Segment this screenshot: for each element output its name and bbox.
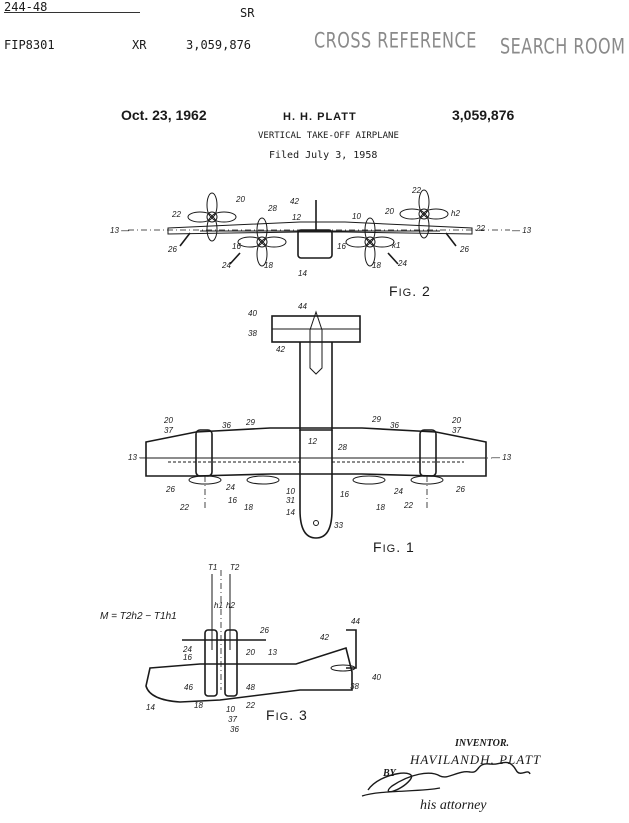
- svg-text:44: 44: [351, 617, 360, 626]
- by-label: BY: [383, 768, 396, 779]
- svg-text:22: 22: [475, 224, 485, 233]
- fig2-drawing: 13 — — 13 20 20 22 22 22 10 12 14 16 16 …: [110, 186, 532, 299]
- xr-label: XR: [132, 38, 147, 52]
- svg-text:26: 26: [167, 245, 177, 254]
- svg-text:20: 20: [245, 648, 255, 657]
- svg-text:24: 24: [393, 487, 403, 496]
- svg-text:22: 22: [411, 186, 421, 195]
- svg-text:22: 22: [179, 503, 189, 512]
- svg-text:10: 10: [226, 705, 235, 714]
- svg-text:40: 40: [248, 309, 257, 318]
- svg-text:18: 18: [194, 701, 203, 710]
- svg-text:16: 16: [232, 242, 241, 251]
- svg-text:38: 38: [248, 329, 257, 338]
- attorney-label: his attorney: [420, 798, 487, 813]
- classification-number: 244-48: [4, 0, 48, 14]
- svg-text:10: 10: [286, 487, 295, 496]
- svg-text:22: 22: [171, 210, 181, 219]
- header-patent-number: 3,059,876: [186, 38, 252, 52]
- svg-text:42: 42: [276, 345, 285, 354]
- cross-reference-stamp: CROSS REFERENCE: [314, 27, 477, 53]
- svg-text:40: 40: [372, 673, 381, 682]
- svg-text:12: 12: [292, 213, 301, 222]
- svg-text:T1: T1: [208, 563, 217, 572]
- svg-text:46: 46: [184, 683, 193, 692]
- svg-text:37: 37: [228, 715, 237, 724]
- svg-text:24: 24: [397, 259, 407, 268]
- svg-text:13: 13: [268, 648, 277, 657]
- header-rule: [4, 12, 140, 13]
- svg-text:37: 37: [452, 426, 461, 435]
- svg-text:42: 42: [320, 633, 329, 642]
- svg-text:14: 14: [146, 703, 155, 712]
- svg-text:36: 36: [230, 725, 239, 734]
- svg-text:20: 20: [451, 416, 461, 425]
- svg-text:20: 20: [384, 207, 394, 216]
- svg-text:28: 28: [267, 204, 277, 213]
- svg-text:13 —: 13 —: [128, 453, 148, 462]
- svg-text:26: 26: [165, 485, 175, 494]
- svg-text:42: 42: [290, 197, 299, 206]
- svg-text:26: 26: [259, 626, 269, 635]
- svg-text:22: 22: [403, 501, 413, 510]
- fig2-label: FIG. 2: [389, 283, 431, 299]
- svg-text:k1: k1: [392, 241, 400, 250]
- svg-text:18: 18: [376, 503, 385, 512]
- moment-formula: M = T2h2 − T1h1: [100, 611, 177, 622]
- svg-text:20: 20: [163, 416, 173, 425]
- filed-date: Filed July 3, 1958: [269, 150, 378, 161]
- svg-text:18: 18: [264, 261, 273, 270]
- svg-text:29: 29: [371, 415, 381, 424]
- svg-text:14: 14: [298, 269, 307, 278]
- svg-text:29: 29: [245, 418, 255, 427]
- svg-text:37: 37: [164, 426, 173, 435]
- svg-text:16: 16: [228, 496, 237, 505]
- patent-number: 3,059,876: [452, 107, 515, 123]
- patent-date: Oct. 23, 1962: [121, 107, 207, 123]
- svg-text:13 —: 13 —: [110, 226, 130, 235]
- svg-text:— 13: — 13: [491, 453, 512, 462]
- svg-text:28: 28: [337, 443, 347, 452]
- fig1-drawing: 40 38 44 42 20 37 36 29 29 36 20 37 13 —…: [128, 302, 512, 555]
- svg-text:16: 16: [340, 490, 349, 499]
- svg-text:20: 20: [235, 195, 245, 204]
- svg-text:22: 22: [245, 701, 255, 710]
- svg-text:14: 14: [286, 508, 295, 517]
- inventor-short-name: H. H. PLATT: [283, 111, 357, 123]
- svg-text:24: 24: [221, 261, 231, 270]
- fig3-label: FIG. 3: [266, 707, 308, 723]
- svg-text:18: 18: [372, 261, 381, 270]
- svg-text:26: 26: [455, 485, 465, 494]
- svg-text:16: 16: [337, 242, 346, 251]
- svg-text:31: 31: [286, 496, 295, 505]
- svg-text:— 13: — 13: [511, 226, 532, 235]
- file-code: FIP8301: [4, 38, 55, 52]
- svg-text:48: 48: [246, 683, 255, 692]
- svg-text:18: 18: [244, 503, 253, 512]
- svg-text:36: 36: [390, 421, 399, 430]
- fig1-label: FIG. 1: [373, 539, 415, 555]
- search-room-stamp: SEARCH ROOM: [500, 33, 626, 59]
- svg-text:36: 36: [222, 421, 231, 430]
- inventor-name: HAVILANDH. PLATT: [410, 752, 542, 767]
- svg-text:16: 16: [183, 653, 192, 662]
- svg-text:24: 24: [182, 645, 192, 654]
- svg-text:h1: h1: [214, 601, 223, 610]
- patent-title: VERTICAL TAKE-OFF AIRPLANE: [258, 131, 399, 141]
- svg-text:10: 10: [352, 212, 361, 221]
- svg-text:T2: T2: [230, 563, 240, 572]
- inventor-caption: INVENTOR.: [455, 738, 509, 749]
- signature-drawing: [361, 761, 531, 797]
- svg-text:38: 38: [350, 682, 359, 691]
- svg-text:h2: h2: [226, 601, 235, 610]
- svg-text:h2: h2: [451, 209, 460, 218]
- svg-text:44: 44: [298, 302, 307, 311]
- svg-text:33: 33: [334, 521, 343, 530]
- svg-text:12: 12: [308, 437, 317, 446]
- fig3-drawing: T1 T2 h1 h2 44 42 26 24 16 20 13 46 48 4…: [145, 563, 381, 734]
- class-code: SR: [240, 6, 255, 20]
- svg-text:26: 26: [459, 245, 469, 254]
- svg-text:24: 24: [225, 483, 235, 492]
